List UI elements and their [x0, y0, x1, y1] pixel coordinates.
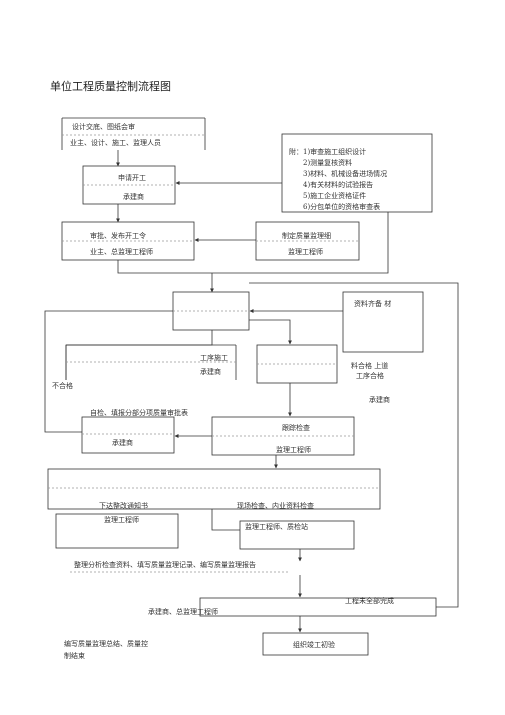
approve-label-2: 业主、总监理工程师	[90, 248, 153, 256]
materials-label-2: 料合格 上道	[351, 362, 389, 370]
incomplete-label-1: 工程未全部完成	[345, 597, 394, 605]
self-check-box	[81, 416, 175, 454]
inspect-label-1: 现场检查、内业资料检查	[237, 502, 314, 510]
materials-label-1: 资料齐备 材	[354, 300, 392, 308]
notes-item-4: 5)施工企业资格证件	[303, 192, 367, 200]
analyze-label: 整理分析检查资料、填写质量监理记录、编写质量监理报告	[74, 561, 256, 569]
quality-plan-label-1: 制定质量监理细	[282, 232, 331, 240]
track-label-2: 监理工程师	[276, 446, 311, 454]
inspect-box	[239, 520, 355, 550]
notes-item-2: 3)材料、机械设备进场情况	[303, 170, 388, 178]
materials-label-4: 承建商	[369, 396, 390, 404]
self-check-label-1: 自检、填报分部分项质量审批表	[90, 409, 188, 417]
branch-to-inspect	[211, 509, 240, 531]
loop-right-outer	[249, 282, 459, 608]
notes-item-3: 4)有关材料的试验报告	[303, 181, 374, 189]
loop-left-outer	[44, 310, 173, 433]
inspection-box	[47, 468, 381, 510]
process-label-2: 承建商	[200, 368, 221, 376]
materials-box	[342, 291, 424, 353]
fail-label: 不合格	[52, 382, 73, 390]
notes-item-5: 6)分包单位的资格审查表	[303, 203, 381, 211]
incomplete-box	[199, 597, 437, 617]
process-label-1: 工序施工	[200, 354, 228, 362]
approve-label-1: 审批、发布开工令	[90, 232, 146, 240]
notice-label-1: 下达整改通知书	[99, 502, 148, 510]
design-label-2: 业主、设计、施工、监理人员	[70, 139, 161, 147]
summary-label-2: 制结束	[64, 652, 85, 660]
branch-to-process	[65, 330, 213, 380]
notes-box	[281, 133, 433, 213]
acceptance-box	[262, 632, 369, 656]
page-title: 单位工程质量控制流程图	[50, 80, 171, 93]
incomplete-label-2: 承建商、总监理工程师	[148, 608, 218, 616]
branch-to-right	[249, 319, 292, 345]
track-label-1: 跟踪检查	[282, 424, 310, 432]
apply-label-2: 承建商	[123, 193, 144, 201]
process-box	[65, 344, 237, 380]
design-box	[61, 117, 206, 150]
apply-label-1: 申请开工	[118, 174, 146, 182]
materials-label-3: 工序合格	[356, 372, 384, 380]
inspect-label-2: 监理工程师、质检站	[245, 523, 308, 531]
quality-plan-label-2: 监理工程师	[288, 248, 323, 256]
notice-label-2: 监理工程师	[104, 516, 139, 524]
notice-box	[55, 513, 179, 549]
summary-label-1: 编写质量监理总结、质量控	[64, 640, 148, 648]
design-label-1: 设计交底、图纸会审	[72, 123, 135, 131]
notes-heading: 附：1)审查施工组织设计	[289, 148, 367, 156]
connector-approve-to-control	[117, 212, 389, 274]
self-check-label-2: 承建商	[112, 439, 133, 447]
acceptance-label: 组织竣工初验	[293, 641, 335, 649]
notes-item-1: 2)测量复核资料	[303, 159, 353, 167]
